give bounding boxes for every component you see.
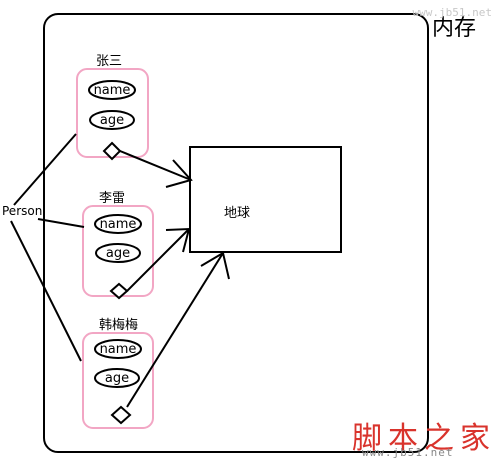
field-label-lilei-name: name [99,217,137,232]
field-ellipse-hanmeimei-name [94,339,142,359]
ref-arrow-hanmeimei [126,252,224,408]
field-ellipse-zhangsan-name [88,80,136,100]
field-ellipse-zhangsan-age [89,110,135,130]
object-name-zhangsan: 张三 [96,54,123,69]
ref-arrowhead-zhangsan [165,159,193,188]
watermark-url-bottom: www.jb51.net [362,446,454,459]
field-ellipse-lilei-age [95,243,141,263]
field-ellipse-lilei-name [94,214,142,234]
class-label-person: Person [2,204,43,218]
ref-arrow-zhangsan [119,150,192,181]
object-name-hanmeimei: 韩梅梅 [99,318,139,333]
field-label-hanmeimei-age: age [104,371,130,386]
ref-arrowhead-hanmeimei [200,251,230,280]
watermark-url-top: www.jb51.net [412,6,492,19]
diamond-hanmeimei [110,405,132,425]
diamond-lilei [109,282,129,300]
field-ellipse-hanmeimei-age [94,368,140,388]
person-line-lilei [37,218,85,228]
field-label-hanmeimei-name: name [99,342,137,357]
memory-region [43,13,429,453]
diamond-zhangsan [102,141,122,161]
object-name-lilei: 李雷 [99,191,126,206]
watermark-site-name: 脚本之家 [352,421,496,456]
field-label-lilei-age: age [105,246,131,261]
person-line-zhangsan [13,133,77,206]
field-label-zhangsan-age: age [99,113,125,128]
person-line-hanmeimei [10,220,82,362]
ref-arrow-lilei [126,228,190,292]
object-box-hanmeimei [82,332,154,429]
memory-label: 内存 [432,16,477,41]
ref-arrowhead-lilei [165,227,191,253]
field-label-zhangsan-name: name [93,83,131,98]
earth-box [189,146,342,253]
earth-label: 地球 [224,206,251,221]
